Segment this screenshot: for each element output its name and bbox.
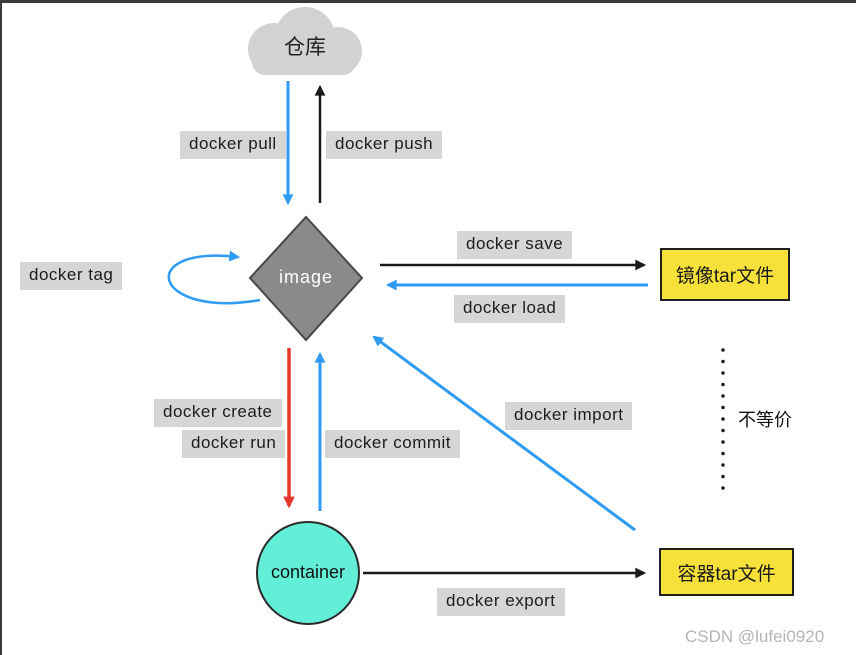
edge-label-docker-pull: docker pull: [180, 131, 286, 159]
container-circle-shape: [256, 521, 360, 625]
arrow-docker-tag-loop: [167, 250, 261, 305]
edge-label-docker-load: docker load: [454, 295, 566, 323]
repository-cloud-shape: [248, 7, 362, 75]
csdn-watermark: CSDN @lufei0920: [685, 627, 825, 646]
not-equivalent-annotation: 不等价: [738, 410, 792, 430]
edge-label-docker-push: docker push: [326, 131, 443, 159]
arrow-docker-import: [372, 335, 636, 532]
edge-label-docker-create: docker create: [154, 399, 282, 427]
edge-label-docker-import: docker import: [505, 402, 633, 430]
edge-label-docker-run: docker run: [182, 430, 286, 458]
image-node-label: image: [278, 267, 334, 287]
edge-label-docker-tag: docker tag: [20, 262, 123, 290]
image-tar-file-label: 镜像tar文件: [675, 266, 775, 287]
edge-label-docker-commit: docker commit: [325, 430, 461, 458]
edge-label-docker-save: docker save: [457, 231, 573, 259]
diagram-canvas: [167, 7, 725, 625]
repository-node-label: 仓库: [284, 36, 326, 59]
container-node-label: container: [270, 562, 346, 582]
container-tar-file-box: 容器tar文件: [659, 548, 794, 596]
image-diamond-shape: [248, 215, 364, 342]
container-tar-file-label: 容器tar文件: [677, 563, 776, 585]
image-tar-file-box: 镜像tar文件: [660, 248, 790, 301]
edge-label-docker-export: docker export: [437, 588, 565, 616]
